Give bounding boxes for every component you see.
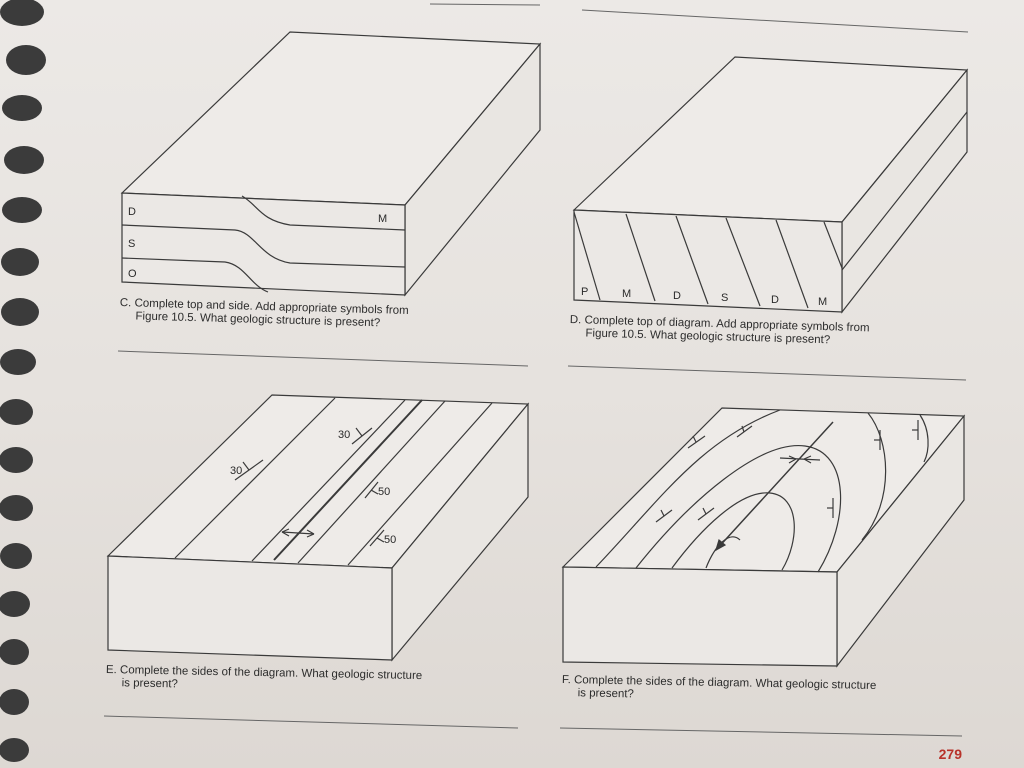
label-c-M: M [378,213,387,225]
block-diagram-f [561,407,966,668]
figure-c-labels: D S O M [128,206,387,280]
answer-line-d [567,365,967,381]
block-diagram-c [120,31,542,297]
page-number: 279 [938,746,962,762]
top-answer-lines [429,3,969,33]
label-c-O: O [128,268,137,280]
block-diagram-e [106,394,530,662]
label-d-5: M [818,296,827,308]
dip-label-e-3: 50 [384,534,396,546]
dip-label-e-1: 30 [338,429,350,441]
label-d-0: P [581,286,588,298]
dip-label-e-2: 50 [378,486,390,498]
label-d-2: D [673,290,681,302]
answer-line-f [559,727,963,737]
label-d-4: D [771,294,779,306]
label-c-D: D [128,206,136,218]
block-diagram-d [572,56,969,314]
label-d-1: M [622,288,631,300]
label-c-S: S [128,238,135,250]
answer-line-e [103,715,519,729]
spiral-binding [0,0,46,762]
figure-e-dip-labels: 30 30 50 50 [230,429,396,546]
figure-d-labels: P M D S D M [581,286,827,308]
answer-line-c [117,350,529,367]
label-d-3: S [721,292,728,304]
dip-label-e-0: 30 [230,465,242,477]
